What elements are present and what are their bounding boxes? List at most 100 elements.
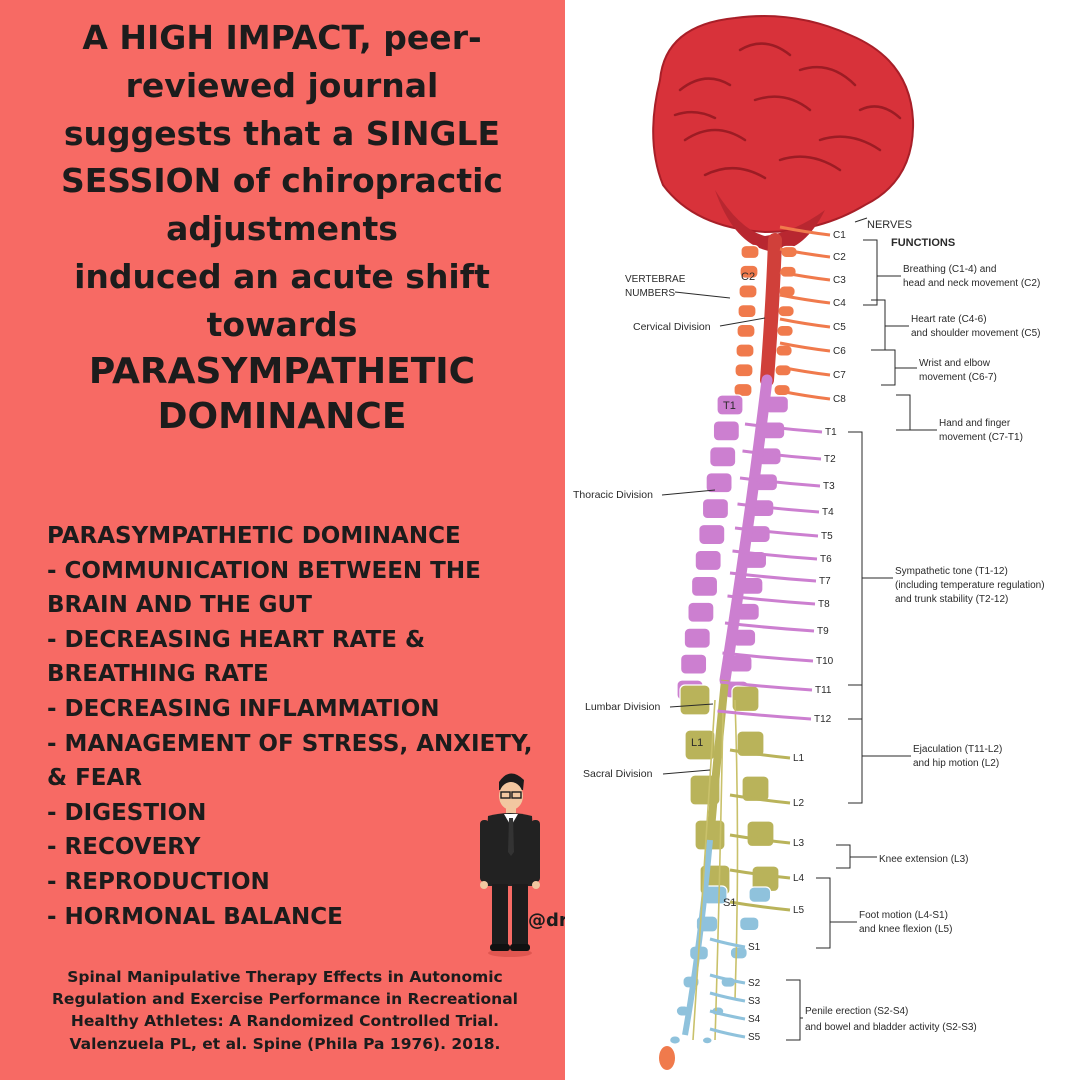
- division-label-lumbar: Lumbar Division: [585, 701, 660, 713]
- citation-line: Spinal Manipulative Therapy Effects in A…: [67, 968, 503, 986]
- nerve-label-l3: L3: [793, 838, 805, 849]
- vertebra-label-s1: S1: [723, 897, 736, 909]
- nerve-label-t2: T2: [824, 454, 836, 465]
- vertebra: [709, 446, 737, 468]
- benefit-line: - HORMONAL BALANCE: [47, 903, 343, 930]
- benefit-line: - DECREASING HEART RATE &: [47, 626, 426, 653]
- nerve-label-t7: T7: [819, 576, 831, 587]
- vertebra: [683, 627, 711, 649]
- function-knee-extension: Knee extension (L3): [879, 854, 969, 865]
- vertebra-labels: C2 T1 L1 S1: [691, 271, 755, 909]
- vertebra: [748, 886, 772, 903]
- nerve-label-t9: T9: [817, 626, 829, 637]
- headline-line: reviewed journal: [125, 65, 439, 105]
- benefits-heading: PARASYMPATHETIC DOMINANCE: [47, 523, 461, 549]
- svg-text:and bowel and bladder activity: and bowel and bladder activity (S2-S3): [805, 1022, 977, 1033]
- vertebra: [716, 394, 744, 416]
- function-labels: Breathing (C1-4) and head and neck movem…: [805, 264, 1045, 1033]
- svg-text:Foot motion (L4-S1): Foot motion (L4-S1): [859, 910, 948, 921]
- nerve-branch: [709, 973, 746, 985]
- svg-text:Penile erection (S2-S4): Penile erection (S2-S4): [805, 1006, 908, 1017]
- tailbone: [659, 1046, 675, 1070]
- svg-text:Knee extension (L3): Knee extension (L3): [879, 854, 969, 865]
- nerve-branch: [717, 709, 812, 721]
- nerve-branch: [729, 868, 791, 880]
- vertebra: [741, 775, 770, 803]
- headline-line: suggests that a SINGLE: [63, 113, 501, 153]
- nerves-header: NERVES: [867, 219, 912, 231]
- function-bracket: [881, 349, 917, 386]
- vertebra: [687, 601, 715, 623]
- vertebra: [698, 523, 726, 546]
- svg-text:Breathing (C1-4) and: Breathing (C1-4) and: [903, 264, 996, 275]
- vertebra: [739, 264, 759, 279]
- doctor-avatar-icon: [480, 773, 540, 957]
- nerve-branch: [729, 571, 817, 583]
- nerve-branch: [729, 900, 791, 912]
- citation-line: Valenzuela PL, et al. Spine (Phila Pa 19…: [69, 1034, 501, 1053]
- vertebra: [668, 1035, 681, 1045]
- svg-text:Hand and finger: Hand and finger: [939, 418, 1011, 429]
- vertebra: [690, 575, 719, 597]
- nerve-branch: [709, 937, 746, 949]
- benefit-line: & FEAR: [47, 765, 142, 792]
- vertebra-label-t1: T1: [723, 400, 736, 412]
- nerve-branches: [709, 225, 831, 1039]
- nerve-label-c5: C5: [833, 322, 846, 333]
- vertebra: [777, 305, 795, 318]
- nerve-branch: [779, 225, 831, 237]
- nerve-label-t5: T5: [821, 531, 833, 542]
- vertebrae-header: NUMBERS: [625, 288, 675, 299]
- benefit-line: BRAIN AND THE GUT: [47, 592, 312, 619]
- function-sympathetic-tone: Sympathetic tone (T1-12) (including temp…: [895, 566, 1045, 605]
- nerve-branch: [734, 526, 819, 538]
- function-bracket: [816, 877, 857, 949]
- vertebra: [735, 343, 755, 358]
- citation-line: Healthy Athletes: A Randomized Controlle…: [70, 1012, 500, 1031]
- svg-text:and hip motion (L2): and hip motion (L2): [913, 758, 999, 769]
- vertebra-label-c2: C2: [741, 271, 755, 283]
- spinal-cord: [682, 233, 782, 1041]
- nerve-label-t11: T11: [815, 685, 832, 696]
- headline-line: SESSION of chiropractic: [60, 161, 503, 201]
- nerve-label-t1: T1: [825, 427, 837, 438]
- nerve-branch: [779, 341, 831, 353]
- spine-vertebrae: [668, 244, 798, 1045]
- nerve-branch: [724, 621, 815, 633]
- function-hand-finger: Hand and finger movement (C7-T1): [939, 418, 1023, 443]
- vertebra: [734, 363, 754, 378]
- nerve-label-t10: T10: [816, 656, 834, 667]
- nerve-label-c4: C4: [833, 298, 846, 309]
- nerve-label-s4: S4: [748, 1014, 761, 1025]
- svg-text:movement (C7-T1): movement (C7-T1): [939, 432, 1023, 443]
- nerve-branch: [709, 1027, 746, 1039]
- svg-text:and knee flexion (L5): and knee flexion (L5): [859, 924, 952, 935]
- svg-text:and shoulder movement (C5): and shoulder movement (C5): [911, 328, 1041, 339]
- nerve-branch: [779, 389, 831, 401]
- nerve-label-c6: C6: [833, 346, 846, 357]
- function-bracket: [896, 394, 937, 431]
- nerve-label-t3: T3: [823, 481, 835, 492]
- nerve-branch: [779, 365, 831, 377]
- nerve-branch: [709, 1009, 746, 1021]
- benefit-line: BREATHING RATE: [47, 661, 269, 688]
- vertebrae-header: VERTEBRAE: [625, 274, 686, 285]
- vertebra: [738, 284, 758, 299]
- nerve-branch: [779, 247, 831, 259]
- nerve-branch: [779, 270, 831, 282]
- svg-text:and trunk stability (T2-12): and trunk stability (T2-12): [895, 594, 1008, 605]
- headline-line: adjustments: [166, 209, 398, 249]
- vertebra: [701, 498, 730, 520]
- nerve-label-c7: C7: [833, 370, 846, 381]
- citation-line: Regulation and Exercise Performance in R…: [52, 990, 518, 1009]
- benefit-line: - COMMUNICATION BETWEEN THE: [47, 557, 481, 584]
- headline-line: PARASYMPATHETIC: [88, 350, 476, 392]
- svg-text:Ejaculation (T11-L2): Ejaculation (T11-L2): [913, 744, 1002, 755]
- headline-line: towards: [206, 304, 358, 344]
- nerve-branch: [732, 549, 818, 561]
- nerve-labels: C1C2C3C4C5C6C7C8T1T2T3T4T5T6T7T8T9T10T11…: [748, 230, 846, 1043]
- vertebra: [776, 324, 794, 338]
- nerve-label-c2: C2: [833, 252, 846, 263]
- vertebra: [733, 382, 753, 398]
